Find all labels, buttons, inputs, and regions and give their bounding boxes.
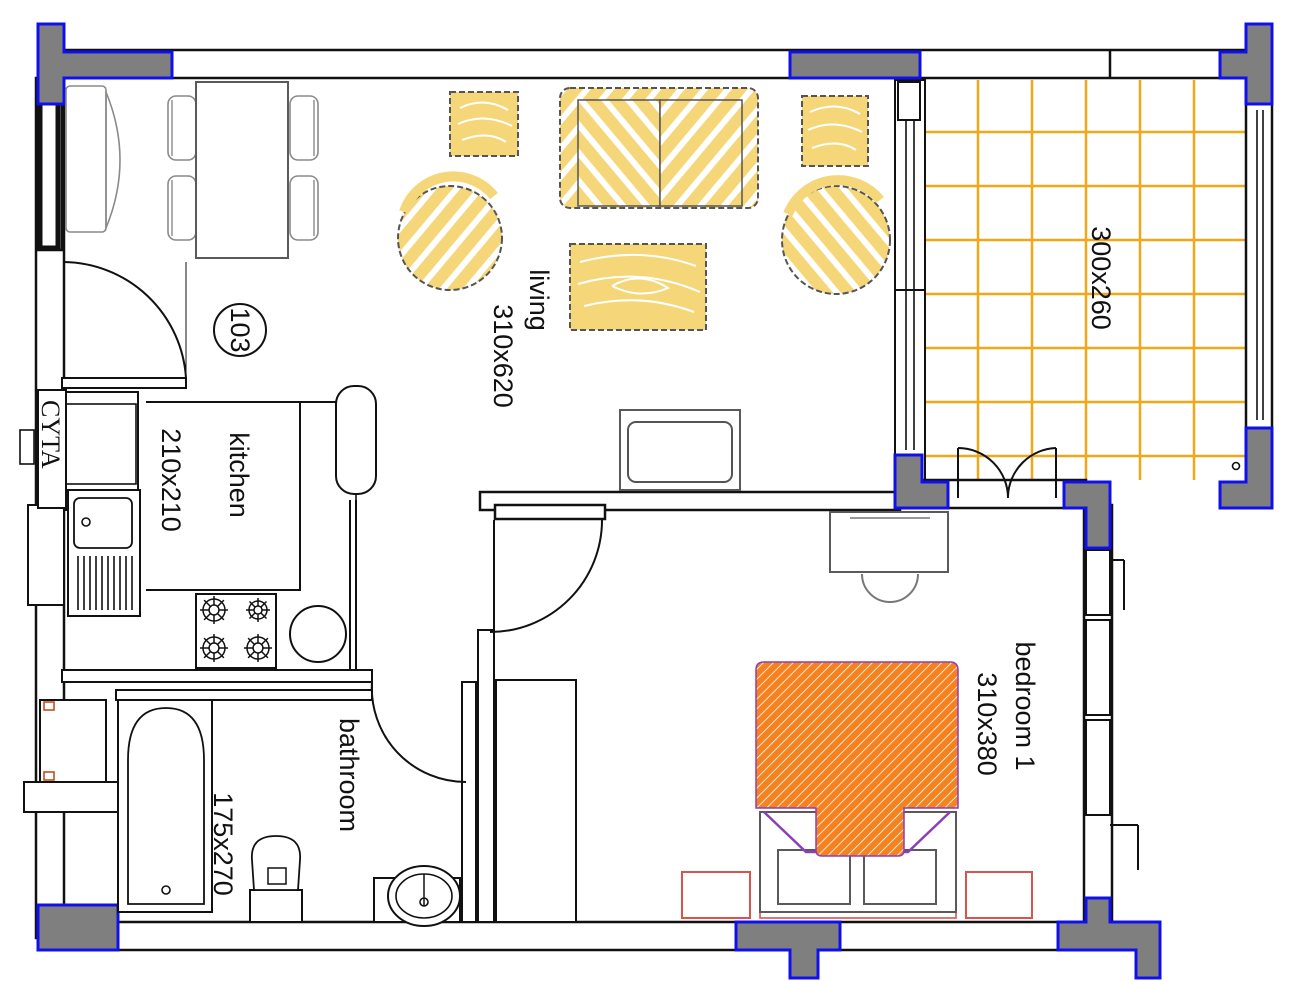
column	[36, 22, 174, 106]
interior-walls	[23, 79, 1088, 923]
doors	[63, 261, 1057, 784]
kitchen-fixtures: CYTA	[19, 385, 377, 669]
dining-chair	[289, 95, 319, 161]
pillow	[777, 849, 851, 905]
unit-number: 103	[225, 307, 255, 352]
column	[36, 903, 120, 952]
column	[734, 920, 842, 980]
kitchen-size: 210x210	[156, 428, 186, 532]
dining-chair	[167, 95, 197, 161]
bathroom-size: 175x270	[208, 792, 238, 896]
living-room-name: living	[524, 269, 554, 331]
dining-chair	[289, 175, 319, 241]
column	[1056, 896, 1162, 980]
bedroom-furniture	[681, 511, 1033, 919]
terrace-size: 300x260	[1086, 226, 1116, 330]
dining-set	[65, 81, 319, 259]
living-furniture	[397, 87, 891, 491]
column	[1218, 426, 1274, 510]
bedroom-windows	[1085, 549, 1139, 870]
terrace-tiles	[922, 80, 1250, 480]
armchair	[781, 185, 891, 295]
kitchen-name: kitchen	[224, 432, 254, 518]
column	[1062, 480, 1112, 550]
bedroom-size: 310x380	[972, 672, 1002, 776]
unit-number-badge: 103	[213, 303, 267, 357]
structural-columns	[36, 22, 1274, 980]
column	[788, 50, 922, 80]
dining-chair	[167, 175, 197, 241]
left-window	[36, 98, 64, 252]
living-room-size: 310x620	[488, 304, 518, 408]
side-table	[801, 95, 869, 167]
dining-table	[195, 81, 289, 259]
refrigerator	[335, 385, 377, 495]
meter-label: CYTA	[36, 400, 65, 469]
bathroom-name: bathroom	[334, 718, 364, 832]
toilet-cistern	[249, 889, 303, 923]
desk	[829, 511, 949, 573]
bathroom-fixtures	[117, 699, 461, 927]
pillow	[863, 849, 937, 905]
bedroom-name: bedroom 1	[1010, 641, 1040, 770]
column	[893, 453, 950, 510]
duvet	[755, 661, 959, 857]
armchair	[397, 185, 503, 291]
column	[1218, 22, 1274, 106]
